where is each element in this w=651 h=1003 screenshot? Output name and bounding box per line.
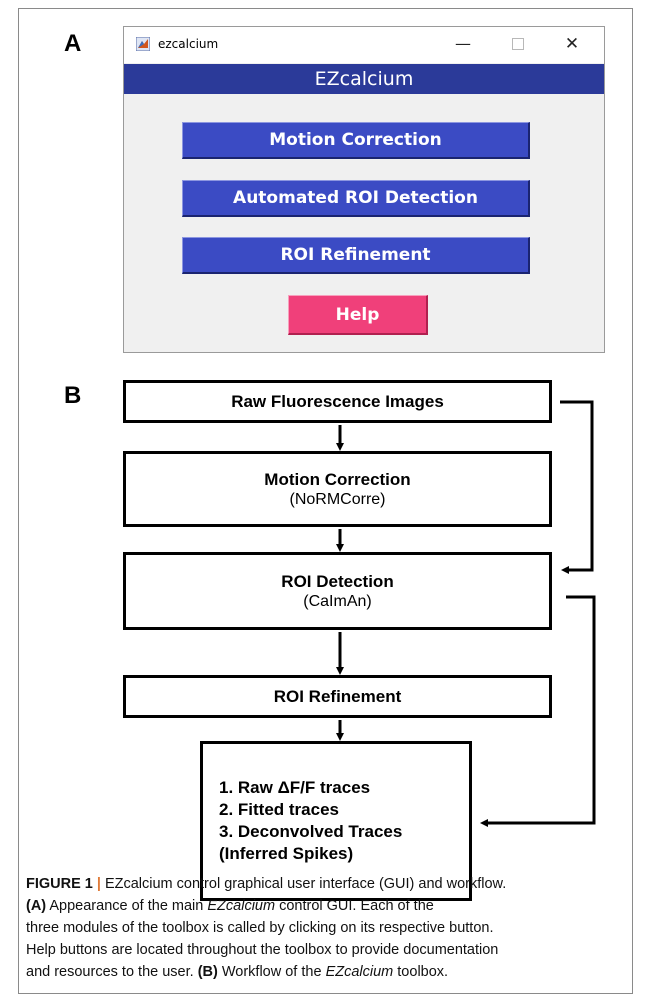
caption-separator: | xyxy=(96,876,101,892)
panel-a-label: A xyxy=(64,30,82,57)
roi-refinement-title: ROI Refinement xyxy=(273,687,402,706)
caption-line-4: Help buttons are located throughout the … xyxy=(26,942,499,958)
raw-fluorescence-box: Raw Fluorescence Images xyxy=(123,380,552,423)
motion-correction-sub: (NoRMCorre) xyxy=(289,490,386,508)
caption-line-1: FIGURE 1|EZcalcium control graphical use… xyxy=(26,873,626,895)
roi-detection-title: ROI Detection xyxy=(281,571,394,591)
output-item: 3. Deconvolved Traces xyxy=(219,822,403,841)
close-button[interactable]: ✕ xyxy=(564,34,580,54)
app-header: EZcalcium xyxy=(124,64,604,94)
figure-frame xyxy=(18,8,633,994)
caption-b-italic: EZcalcium xyxy=(325,964,394,980)
maximize-button[interactable] xyxy=(503,33,533,55)
output-item: 1. Raw ΔF/F traces xyxy=(219,778,371,797)
roi-detection-sub: (CaImAn) xyxy=(303,592,372,610)
motion-correction-button[interactable]: Motion Correction xyxy=(182,122,530,159)
automated-roi-detection-button[interactable]: Automated ROI Detection xyxy=(182,180,530,217)
ezcalcium-window: ezcalcium — ✕ EZcalcium Motion Correctio… xyxy=(123,26,605,353)
caption-line5-pre: and resources to the user. xyxy=(26,964,194,980)
window-titlebar: ezcalcium — ✕ xyxy=(124,27,604,63)
raw-fluorescence-title: Raw Fluorescence Images xyxy=(231,392,444,411)
help-button[interactable]: Help xyxy=(288,295,428,335)
caption-line-3: three modules of the toolbox is called b… xyxy=(26,920,494,936)
caption-b-label: (B) xyxy=(197,964,218,980)
roi-refinement-box: ROI Refinement xyxy=(123,675,552,718)
minimize-button[interactable]: — xyxy=(455,34,471,53)
caption-b-pre: Workflow of the xyxy=(221,964,322,980)
arrow-raw-to-roi-detection xyxy=(560,400,594,574)
caption-line-2: (A) Appearance of the main EZcalcium con… xyxy=(26,895,626,917)
figure-label: FIGURE 1 xyxy=(26,876,93,892)
motion-correction-box: Motion Correction (NoRMCorre) xyxy=(123,451,552,527)
window-title: ezcalcium xyxy=(158,37,219,51)
panel-b-label: B xyxy=(64,382,82,409)
maximize-icon xyxy=(512,38,524,50)
caption-a-italic: EZcalcium xyxy=(207,898,276,914)
matlab-app-icon xyxy=(136,37,150,51)
motion-correction-title: Motion Correction xyxy=(264,469,411,489)
output-item: 2. Fitted traces xyxy=(219,800,339,819)
caption-line-5: and resources to the user. (B) Workflow … xyxy=(26,961,626,983)
figure-caption: FIGURE 1|EZcalcium control graphical use… xyxy=(26,873,626,983)
arrow-roi-detection-to-outputs xyxy=(480,595,596,827)
outputs-box: 1. Raw ΔF/F traces 2. Fitted traces 3. D… xyxy=(200,741,472,901)
caption-a-pre: Appearance of the main xyxy=(49,898,204,914)
caption-b-post: toolbox. xyxy=(397,964,449,980)
caption-a-label: (A) xyxy=(26,898,47,914)
roi-refinement-button[interactable]: ROI Refinement xyxy=(182,237,530,274)
roi-detection-box: ROI Detection (CaImAn) xyxy=(123,552,552,630)
caption-title: EZcalcium control graphical user interfa… xyxy=(104,876,507,892)
caption-a-post: control GUI. Each of the xyxy=(279,898,434,914)
output-item: (Inferred Spikes) xyxy=(219,844,354,863)
